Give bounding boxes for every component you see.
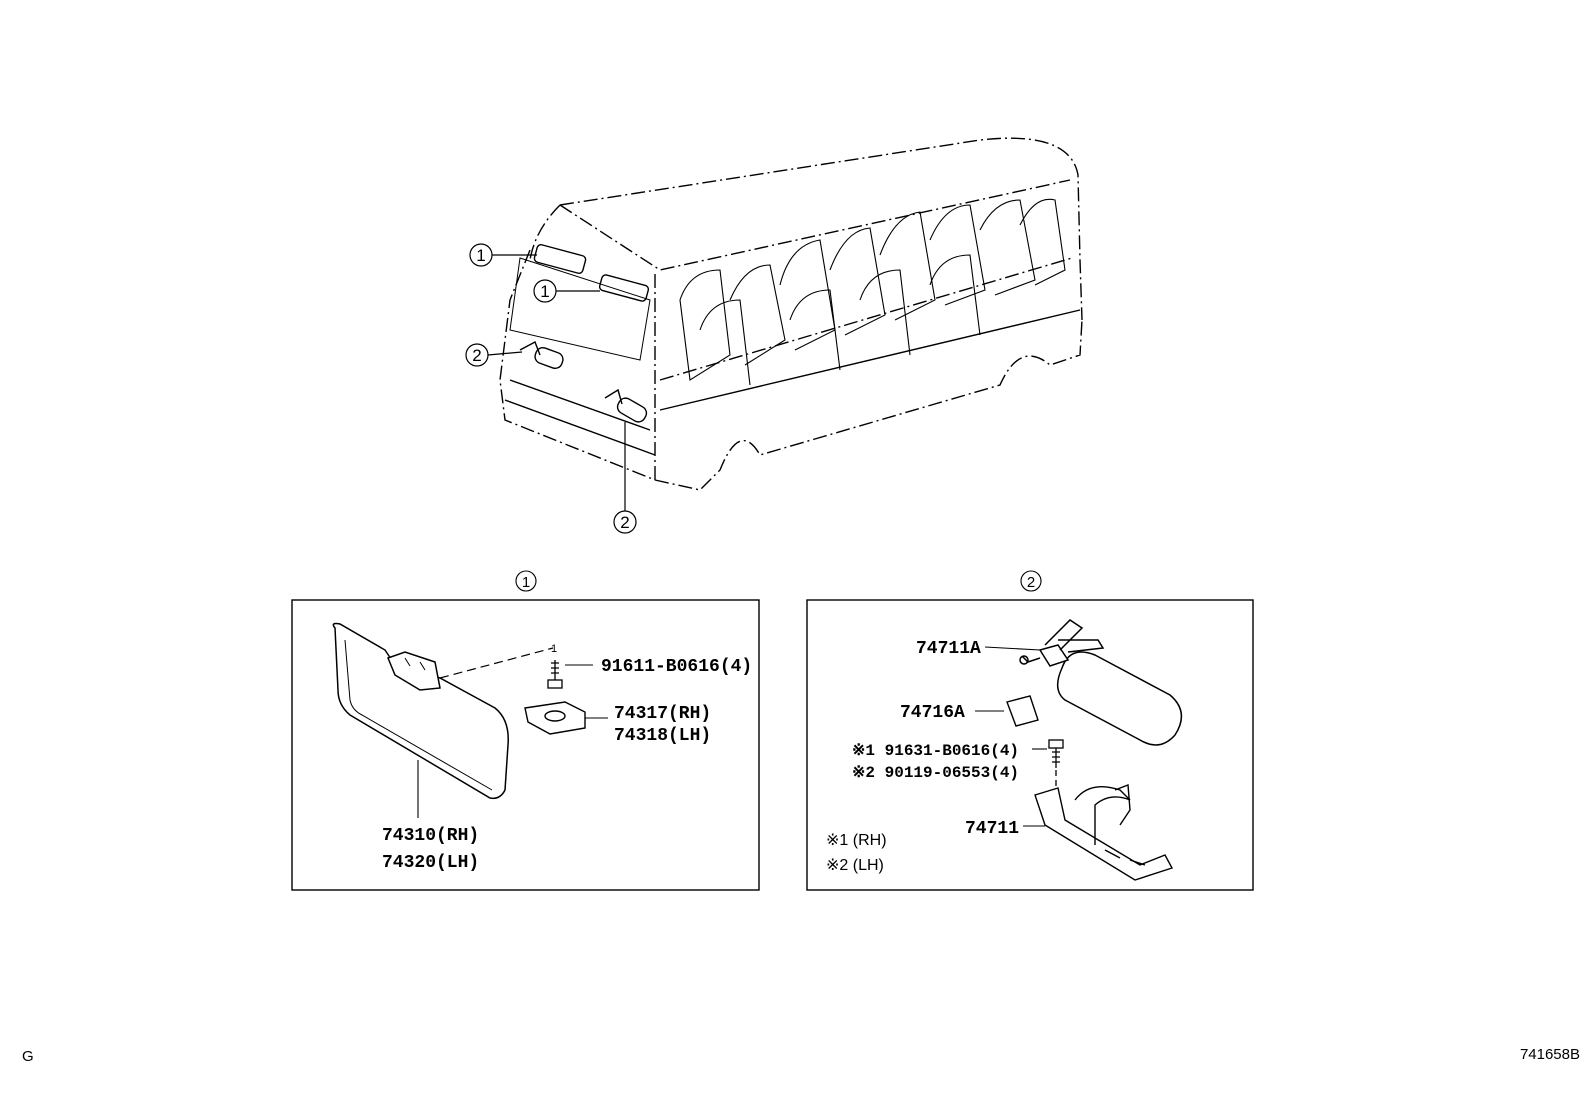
callout-2-lower: 2 bbox=[620, 513, 629, 532]
part-holder-rh: 74317(RH) bbox=[614, 704, 711, 724]
part-holder-lh: 74318(LH) bbox=[614, 726, 711, 746]
panel-1-sun-visor: 1 1 91611-B0616(4) 74317(RH) 74318(LH) bbox=[291, 570, 760, 891]
screw-icon bbox=[547, 660, 563, 689]
panel-2-frame bbox=[806, 599, 1254, 891]
footer-illustration-number: 741658B bbox=[1519, 1046, 1580, 1063]
panel-2-fire-extinguisher: 2 74711A 74716A ※1 91631-B0616(4) ※2 901… bbox=[806, 570, 1254, 891]
panel-2-header: 2 bbox=[1027, 574, 1035, 591]
note-rh: ※1 (RH) bbox=[826, 832, 887, 849]
part-bolt-lh: ※2 90119-06553(4) bbox=[852, 764, 1019, 782]
plate-icon bbox=[1006, 695, 1039, 727]
van-illustration bbox=[499, 137, 1083, 491]
part-visor-lh: 74320(LH) bbox=[382, 853, 479, 873]
fire-extinguisher-icon bbox=[1019, 619, 1183, 746]
extinguisher-mini-front bbox=[519, 341, 564, 370]
extinguisher-bracket-icon bbox=[1034, 784, 1174, 881]
callout-1-lower: 1 bbox=[540, 282, 549, 301]
part-screw-label: 91611-B0616(4) bbox=[601, 657, 752, 677]
panel-1-frame bbox=[291, 599, 760, 891]
part-plate: 74716A bbox=[900, 703, 965, 723]
screw-leader-dashed bbox=[439, 647, 554, 679]
footer-left-code: G bbox=[22, 1048, 34, 1065]
note-lh: ※2 (LH) bbox=[826, 857, 884, 874]
part-bolt-rh: ※1 91631-B0616(4) bbox=[852, 742, 1019, 760]
van-callouts bbox=[465, 243, 637, 534]
part-visor-rh: 74310(RH) bbox=[382, 826, 479, 846]
part-bracket: 74711 bbox=[965, 819, 1019, 839]
part-extinguisher: 74711A bbox=[916, 639, 981, 659]
screw-dash-marker: 1 bbox=[551, 643, 557, 655]
panel-1-header: 1 bbox=[522, 574, 530, 591]
sun-visor bbox=[332, 622, 509, 800]
callout-2-upper: 2 bbox=[472, 346, 481, 365]
callout-1-upper: 1 bbox=[476, 246, 485, 265]
extinguisher-mini-rear bbox=[604, 388, 648, 423]
visor-holder-clip bbox=[524, 701, 586, 735]
